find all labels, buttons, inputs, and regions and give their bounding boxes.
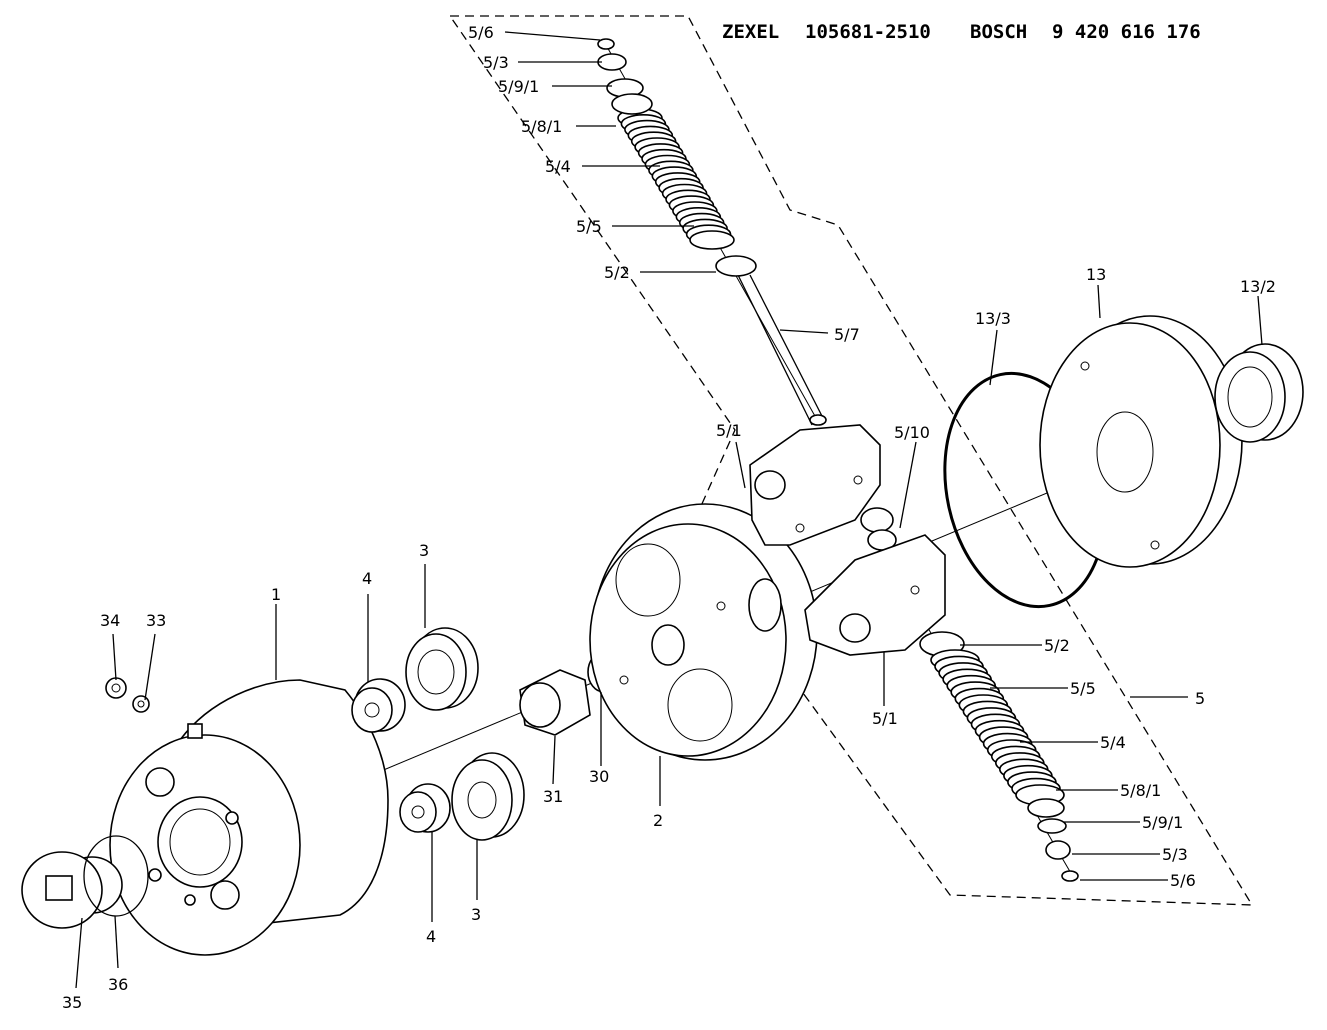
label-2: 2 xyxy=(653,811,663,830)
header-number-zexel: 105681-2510 xyxy=(805,21,931,43)
label-5-1-top: 5/1 xyxy=(716,421,742,440)
valve-seat-3-bottom xyxy=(451,752,525,841)
label-13-3: 13/3 xyxy=(975,309,1011,328)
header-number-bosch: 9 420 616 176 xyxy=(1052,21,1201,43)
label-3-top: 3 xyxy=(419,541,429,560)
label-4-bottom: 4 xyxy=(426,927,436,946)
label-5-10: 5/10 xyxy=(894,423,930,442)
label-35: 35 xyxy=(62,993,82,1012)
spring-bottom-5-4-5-5 xyxy=(930,649,1065,806)
valve-shaft-5-7 xyxy=(737,274,827,426)
screw-34 xyxy=(105,677,127,699)
label-5-4-bottom: 5/4 xyxy=(1100,733,1126,752)
label-13-2: 13/2 xyxy=(1240,277,1276,296)
plug-screw-35 xyxy=(21,851,123,929)
o-ring-36 xyxy=(83,835,149,917)
header-brand-bosch: BOSCH xyxy=(970,21,1027,43)
label-5-5-top: 5/5 xyxy=(576,217,602,236)
valve-block-5-1-top xyxy=(749,424,881,546)
spring-top-5-4-5-5 xyxy=(617,108,735,250)
label-5-3-bottom: 5/3 xyxy=(1162,845,1188,864)
label-5-3-top: 5/3 xyxy=(483,53,509,72)
label-5-9-1-bottom: 5/9/1 xyxy=(1142,813,1183,832)
valve-4-top xyxy=(351,678,406,733)
label-5-4-top: 5/4 xyxy=(545,157,571,176)
label-4-top: 4 xyxy=(362,569,372,588)
washers-bottom-5-6-5-3 xyxy=(1027,798,1079,882)
rotor-disc-2 xyxy=(589,503,818,761)
valve-5-10 xyxy=(860,507,897,551)
label-31: 31 xyxy=(543,787,563,806)
washers-top-5-6-5-3 xyxy=(597,38,653,115)
label-5-8-1-top: 5/8/1 xyxy=(521,117,562,136)
header-brand-zexel: ZEXEL xyxy=(722,21,779,43)
label-33: 33 xyxy=(146,611,166,630)
label-5-8-1-bottom: 5/8/1 xyxy=(1120,781,1161,800)
label-3-bottom: 3 xyxy=(471,905,481,924)
label-5: 5 xyxy=(1195,689,1205,708)
label-5-2-bottom: 5/2 xyxy=(1044,636,1070,655)
label-5-1-bottom: 5/1 xyxy=(872,709,898,728)
label-5-6-bottom: 5/6 xyxy=(1170,871,1196,890)
valve-seat-3-top xyxy=(405,627,479,711)
pump-housing xyxy=(109,679,389,956)
label-5-7: 5/7 xyxy=(834,325,860,344)
label-30: 30 xyxy=(589,767,609,786)
cover-13 xyxy=(1039,315,1243,568)
label-34: 34 xyxy=(100,611,120,630)
header: ZEXEL 105681-2510 BOSCH 9 420 616 176 xyxy=(722,21,1201,43)
label-5-2-top: 5/2 xyxy=(604,263,630,282)
label-1: 1 xyxy=(271,585,281,604)
valve-4-bottom xyxy=(399,783,451,833)
bearing-13-2 xyxy=(1214,343,1304,443)
valve-top-5-2 xyxy=(715,255,757,277)
spring-coil xyxy=(689,230,735,250)
label-5-6-top: 5/6 xyxy=(468,23,494,42)
label-36: 36 xyxy=(108,975,128,994)
label-13: 13 xyxy=(1086,265,1106,284)
label-5-9-1-top: 5/9/1 xyxy=(498,77,539,96)
label-5-5-bottom: 5/5 xyxy=(1070,679,1096,698)
nut-31 xyxy=(519,669,591,736)
leader-lines xyxy=(75,31,1263,989)
callout-labels: 5/6 5/3 5/9/1 5/8/1 5/4 5/5 5/2 5/7 5/1 … xyxy=(62,23,1276,1012)
valve-block-5-1-bottom xyxy=(804,534,946,656)
washer-33 xyxy=(132,695,150,713)
